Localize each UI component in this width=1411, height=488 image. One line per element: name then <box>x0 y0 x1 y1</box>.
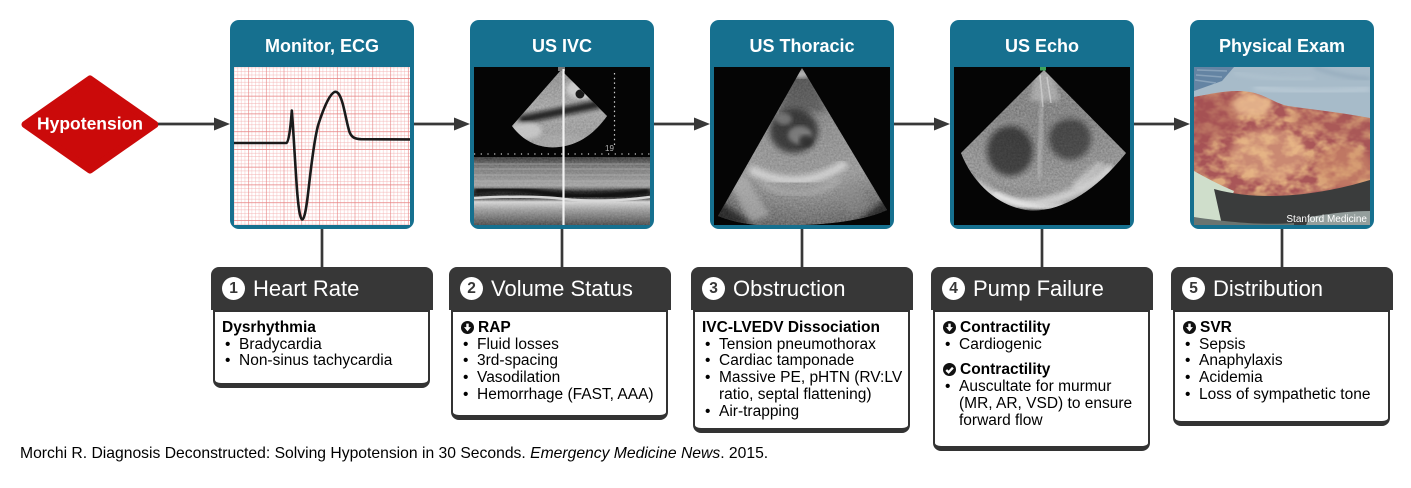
svg-text:Stanford Medicine: Stanford Medicine <box>1286 214 1367 225</box>
svg-text:Hypotension: Hypotension <box>37 113 143 133</box>
svg-text:19: 19 <box>605 144 614 153</box>
